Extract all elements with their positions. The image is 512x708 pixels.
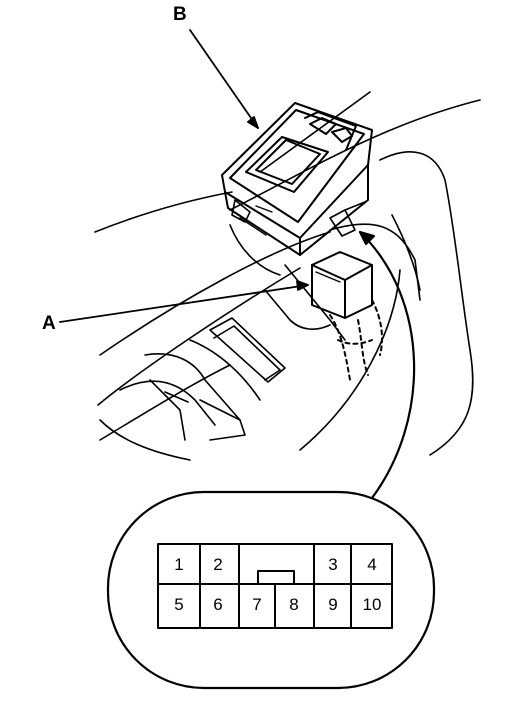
pin-8: 8 — [289, 595, 299, 614]
leader-a — [59, 280, 309, 323]
pin-7: 7 — [252, 595, 262, 614]
connector-face — [157, 543, 393, 629]
connector-detail-bubble — [106, 490, 436, 690]
lower-switch-bay — [119, 317, 286, 441]
power-window-switch — [221, 102, 373, 256]
door-panel — [94, 91, 481, 461]
leader-b — [189, 29, 259, 129]
callout-a: A — [42, 313, 56, 334]
leader-detail — [358, 230, 416, 500]
pin-5: 5 — [174, 595, 184, 614]
wire-harness — [329, 299, 383, 381]
pin-9: 9 — [328, 595, 338, 614]
callout-b: B — [173, 4, 187, 25]
pin-3: 3 — [328, 555, 338, 574]
pin-6: 6 — [213, 595, 223, 614]
pin-10: 10 — [362, 595, 382, 614]
pin-2: 2 — [213, 555, 223, 574]
pin-4: 4 — [367, 555, 377, 574]
pin-1: 1 — [174, 555, 184, 574]
connector-plug — [311, 251, 373, 319]
